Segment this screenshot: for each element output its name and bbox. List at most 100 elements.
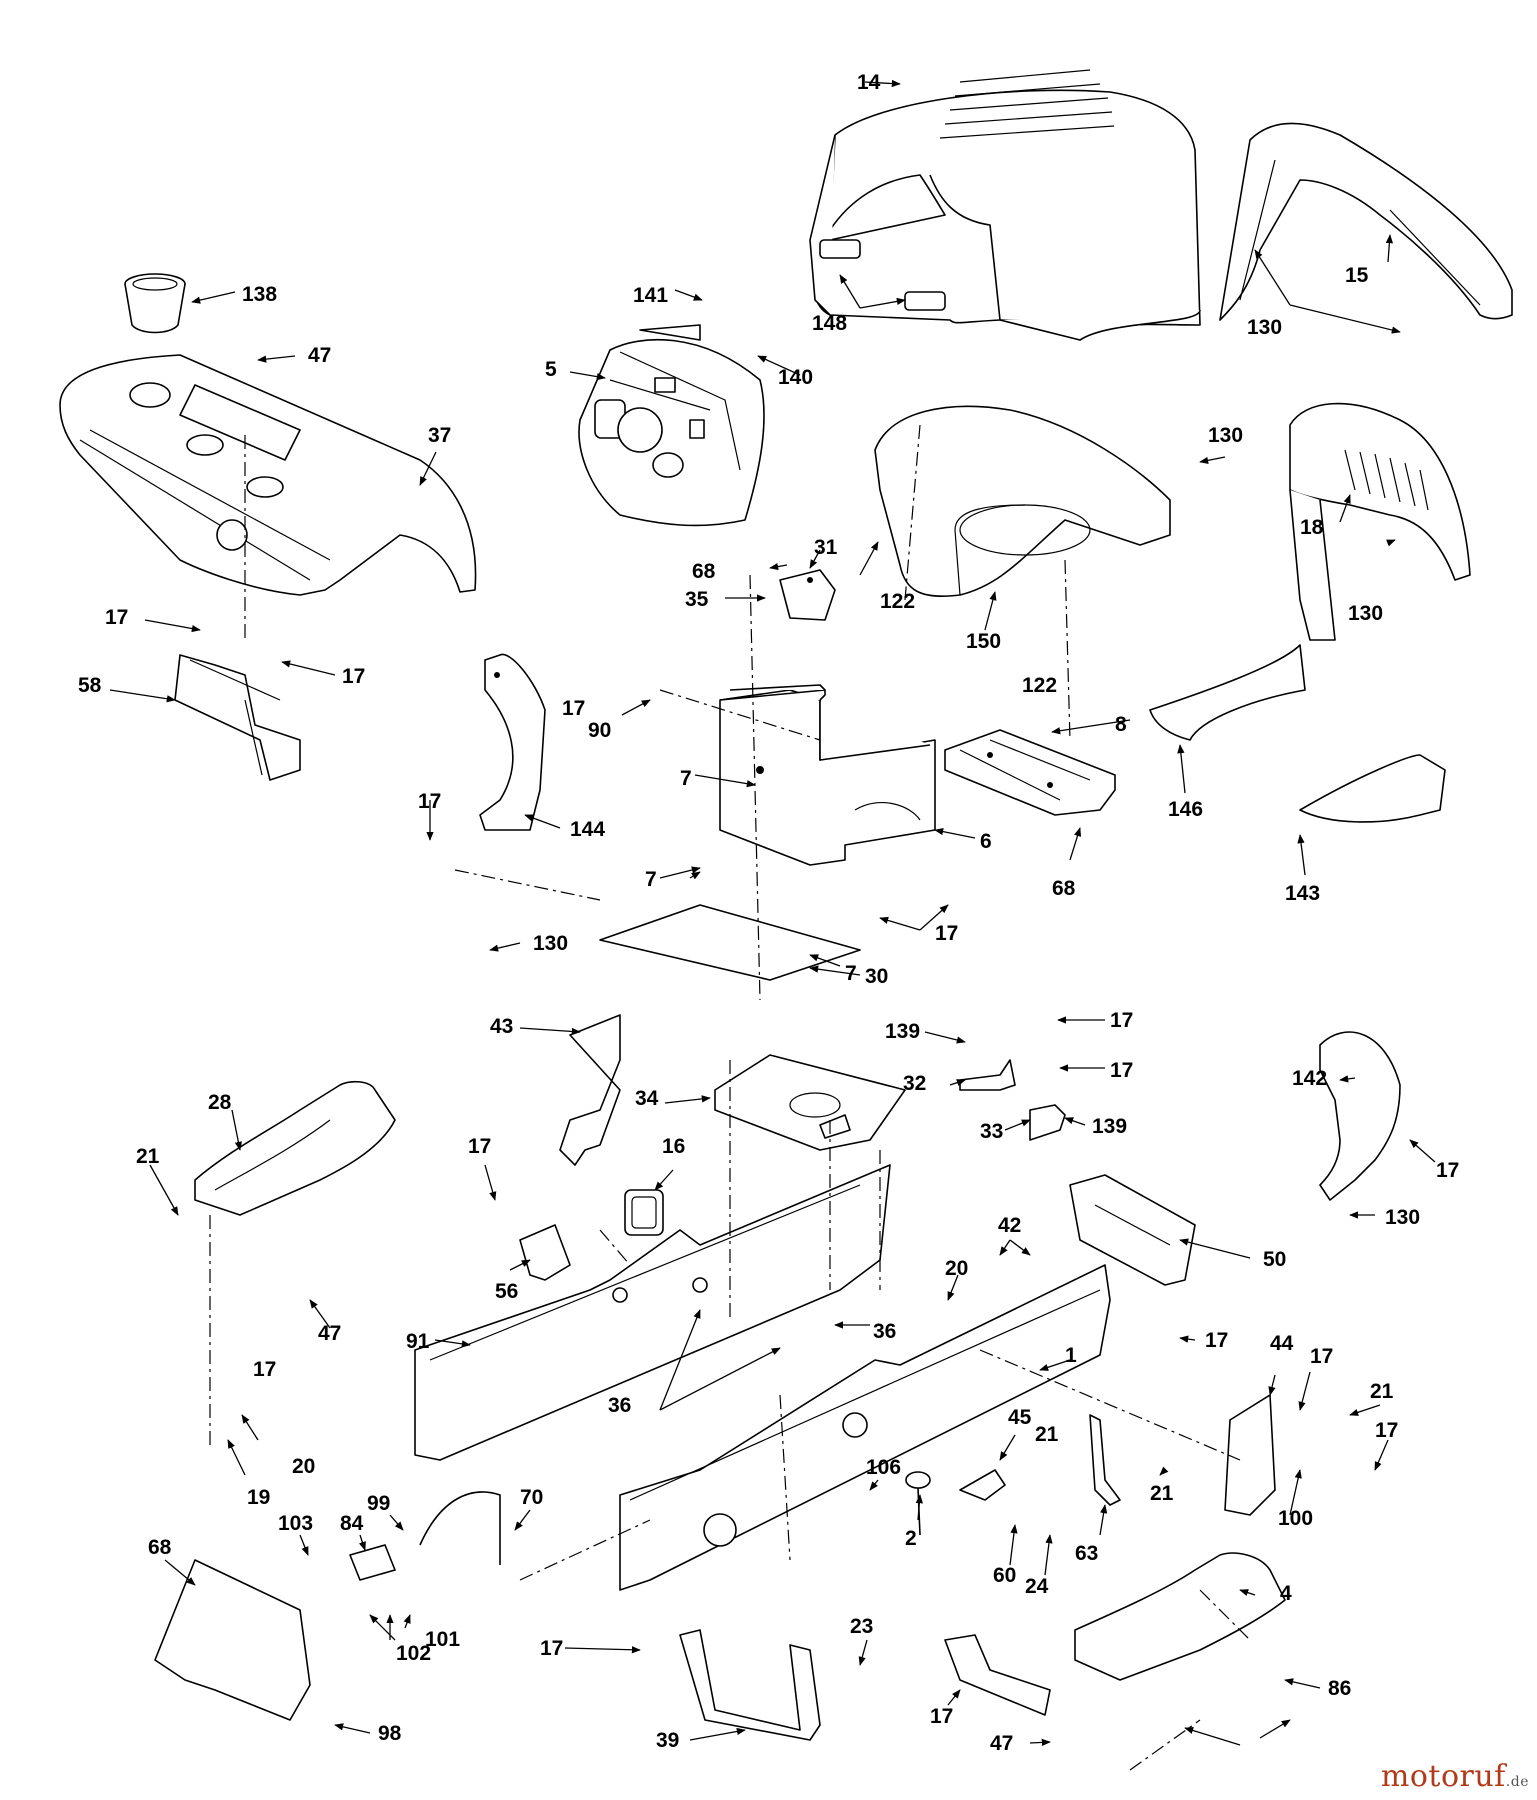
frame-rail-left-part (414, 1164, 891, 1461)
fender-part (59, 354, 477, 596)
callout-148: 148 (812, 312, 847, 335)
callout-15: 15 (1345, 264, 1369, 287)
callout-21: 21 (1370, 1380, 1394, 1403)
callout-17: 17 (1110, 1009, 1133, 1032)
callout-139: 139 (885, 1020, 920, 1043)
front-grille-part (1289, 402, 1471, 641)
bracket-142-part (1319, 1031, 1401, 1201)
callout-37: 37 (428, 424, 451, 447)
callout-36: 36 (608, 1394, 631, 1417)
grille-trim-part (1219, 122, 1513, 321)
callout-130: 130 (1348, 602, 1383, 625)
callout-43: 43 (490, 1015, 513, 1038)
callout-17: 17 (1375, 1419, 1398, 1442)
steering-support-part (174, 654, 301, 781)
callout-23: 86 (1328, 1677, 1351, 1700)
callout-17: 17 (105, 606, 128, 629)
callout-17: 17 (468, 1135, 491, 1158)
callout-20: 20 (945, 1257, 968, 1280)
bumper-50-part (1069, 1174, 1196, 1286)
callout-130: 130 (533, 932, 568, 955)
callout-122: 122 (1022, 674, 1057, 697)
shield-98-part (679, 1629, 821, 1741)
callout-21: 21 (136, 1145, 160, 1168)
callout-99: 70 (520, 1486, 543, 1509)
battery-tray-part (944, 729, 1116, 816)
callout-103: 84 (340, 1512, 364, 1535)
callout-8: 8 (1115, 713, 1127, 736)
callout-100: 99 (367, 1492, 390, 1515)
callout-39: 17 (930, 1705, 953, 1728)
callout-17: 17 (1205, 1329, 1228, 1352)
dash-tower-cover-part (874, 405, 1171, 597)
callout-7: 7 (845, 962, 857, 985)
callout-17: 17 (342, 665, 365, 688)
callout-98: 39 (656, 1729, 679, 1752)
callout-70: 2 (905, 1527, 917, 1550)
bracket-44-part (1224, 1394, 1276, 1516)
callout-35: 35 (685, 588, 709, 611)
callout-106: 106 (866, 1456, 901, 1479)
callout-47: 47 (318, 1322, 341, 1345)
bracket-43-part (559, 1014, 621, 1166)
watermark-tld: .de (1505, 1774, 1529, 1790)
footrest-left-part (194, 1080, 396, 1216)
grommet-16-part (624, 1189, 664, 1236)
bracket-33-part (1029, 1104, 1066, 1141)
callout-33: 33 (980, 1120, 1003, 1143)
callout-7: 7 (680, 767, 692, 790)
callout-34: 34 (635, 1087, 659, 1110)
callout-17: 17 (418, 790, 441, 813)
callout-50: 50 (1263, 1248, 1286, 1271)
callout-36: 36 (873, 1320, 896, 1343)
callout-86: 98 (378, 1722, 402, 1745)
shield-146-part (1149, 644, 1306, 741)
callout-44: 44 (1270, 1332, 1294, 1355)
callout-56: 56 (495, 1280, 518, 1303)
hitch-pin-70-part (905, 1471, 931, 1536)
bracket-144-part (479, 653, 546, 831)
hood-part (809, 69, 1201, 341)
callout-19: 19 (247, 1486, 270, 1509)
callout-140: 140 (778, 366, 813, 389)
plate-2-part (154, 1559, 311, 1721)
callout-47: 47 (308, 344, 331, 367)
callout-63: 60 (993, 1564, 1016, 1587)
callout-68: 68 (1052, 877, 1076, 900)
callout-45: 45 (1008, 1406, 1032, 1429)
callout-68: 103 (278, 1512, 313, 1535)
callout-17: 17 (253, 1358, 276, 1381)
callout-17: 17 (1436, 1159, 1459, 1182)
callout-21: 100 (1278, 1507, 1313, 1530)
cup-holder-part (124, 273, 186, 334)
seat-plate-part (714, 1054, 906, 1151)
callout-60: 24 (1025, 1575, 1049, 1598)
callout-144: 144 (570, 818, 605, 841)
callout-17: 47 (990, 1732, 1013, 1755)
callout-102: 101 (425, 1628, 460, 1651)
callout-20: 20 (292, 1455, 315, 1478)
callout-17: 17 (1310, 1345, 1333, 1368)
callout-17: 23 (850, 1615, 873, 1638)
callout-17: 17 (935, 922, 958, 945)
callout-32: 32 (903, 1072, 926, 1095)
callout-130: 130 (1247, 316, 1282, 339)
bracket-31-part (779, 569, 836, 621)
callout-6: 6 (980, 830, 992, 853)
callout-30: 30 (865, 965, 888, 988)
callout-4: 102 (396, 1642, 431, 1665)
callout-141: 141 (633, 284, 668, 307)
leader-lines (109, 79, 1436, 1747)
callout-5: 5 (545, 358, 557, 381)
callout-21: 21 (1150, 1482, 1174, 1505)
bracket-32-part (959, 1059, 1016, 1091)
bracket-56-part (519, 1224, 571, 1281)
grille-slats (1344, 449, 1429, 511)
hood-vent-slats (939, 69, 1115, 139)
bracket-45-part (959, 1469, 1006, 1501)
callout-91: 91 (406, 1330, 430, 1353)
frame-rail-right-part (619, 1264, 1111, 1591)
callout-146: 146 (1168, 798, 1203, 821)
callout-24: 4 (1280, 1582, 1292, 1605)
